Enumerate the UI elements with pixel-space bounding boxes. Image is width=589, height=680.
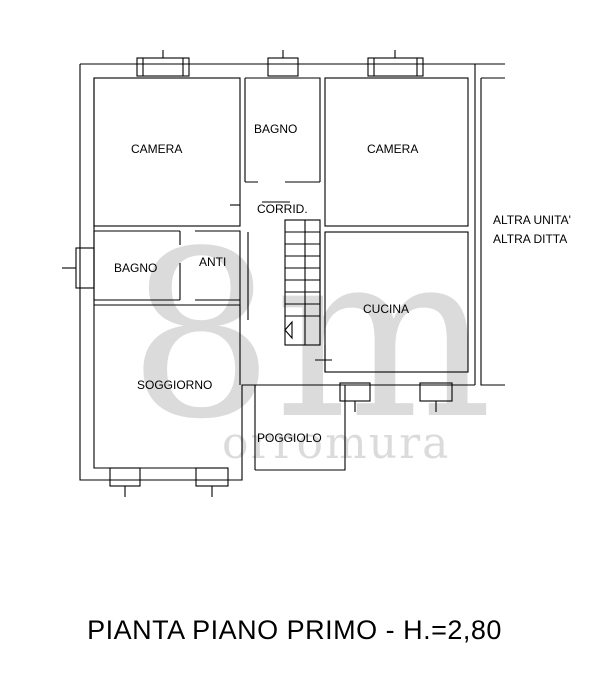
label-anti: ANTI	[199, 255, 226, 269]
label-camera-left: CAMERA	[131, 142, 182, 156]
window-camera-right	[367, 57, 424, 77]
windows	[62, 50, 453, 497]
watermark-monogram: 8m	[128, 203, 492, 470]
label-bagno-left: BAGNO	[114, 261, 157, 275]
label-poggiolo: POGGIOLO	[257, 431, 322, 445]
label-cucina: CUCINA	[363, 302, 409, 316]
label-camera-right: CAMERA	[367, 142, 418, 156]
watermark: 8m orromura	[128, 203, 492, 470]
window-bagno	[267, 57, 299, 77]
staircase	[284, 219, 321, 346]
window-soggiorno-1	[109, 467, 141, 487]
plan-caption: PIANTA PIANO PRIMO - H.=2,80	[87, 615, 502, 645]
window-bagno-left	[75, 247, 95, 289]
label-corridoio: CORRID.	[257, 202, 308, 216]
watermark-wordmark: orromura	[222, 418, 450, 469]
label-bagno-top: BAGNO	[254, 122, 297, 136]
window-camera-left	[136, 57, 190, 77]
exterior-walls	[79, 63, 505, 481]
room-labels: CAMERA BAGNO CAMERA CORRID. ALTRA UNITA'…	[114, 122, 571, 445]
window-soggiorno-2	[195, 467, 229, 487]
label-altra-ditta: ALTRA DITTA	[493, 232, 567, 246]
label-soggiorno: SOGGIORNO	[137, 378, 212, 392]
label-altra-unita: ALTRA UNITA'	[493, 213, 571, 227]
